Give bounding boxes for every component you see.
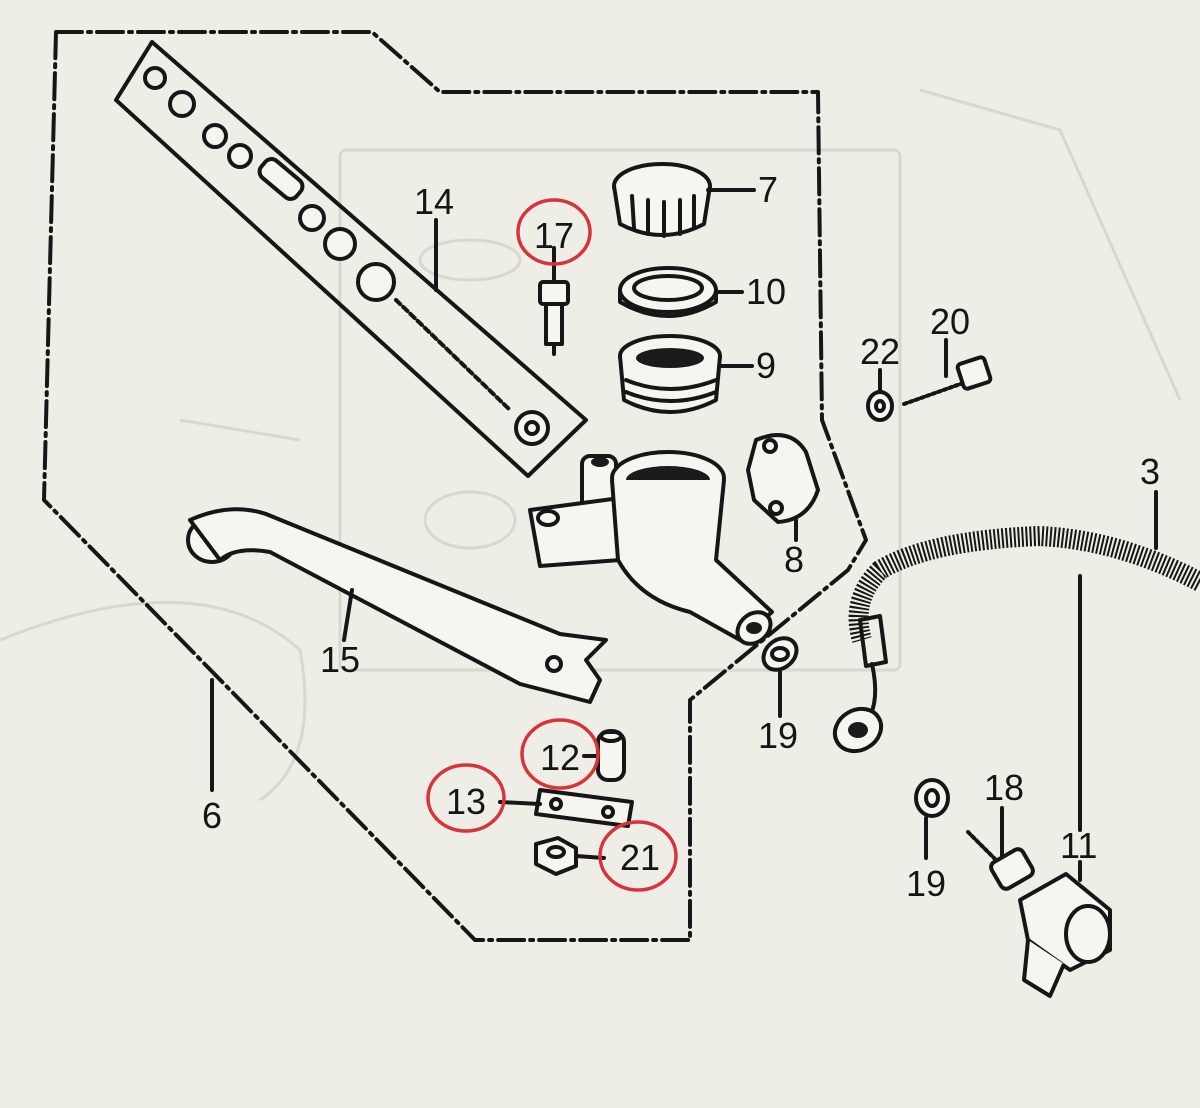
callout-21: 21 <box>620 837 660 878</box>
callout-15: 15 <box>320 639 360 680</box>
callout-8: 8 <box>784 539 804 580</box>
assembly-boundary-outline <box>42 30 868 942</box>
brake-hose-3 <box>832 525 1200 754</box>
callout-9: 9 <box>756 345 776 386</box>
callout-22: 22 <box>860 331 900 372</box>
callout-10: 10 <box>746 271 786 312</box>
callout-7: 7 <box>758 169 778 210</box>
callout-3: 3 <box>1140 451 1160 492</box>
bolt-20-and-washer-22 <box>866 355 993 422</box>
banjo-bolt-18-and-fitting-11 <box>966 830 1112 998</box>
piston-kit-group <box>114 40 588 478</box>
callout-11-lower: 11 <box>1060 825 1097 866</box>
highlight-circle-12 <box>520 718 600 790</box>
callout-12: 12 <box>540 737 580 778</box>
pin-12 <box>596 729 626 782</box>
callout-20: 20 <box>930 301 970 342</box>
callout-18: 18 <box>984 767 1024 808</box>
link-plate-13 <box>534 788 634 828</box>
leader-lines <box>210 188 1158 882</box>
diaphragm-plate-10 <box>618 266 718 318</box>
diaphragm-9 <box>618 334 722 414</box>
callout-14: 14 <box>414 181 454 222</box>
callout-6: 6 <box>202 795 222 836</box>
callout-17: 17 <box>534 215 574 256</box>
callout-19-lower: 19 <box>906 863 946 904</box>
brake-lever-15 <box>186 507 608 704</box>
highlight-circle-17 <box>516 198 592 266</box>
master-cylinder-body <box>528 450 774 646</box>
holder-8 <box>746 433 820 524</box>
callout-labels: 3 6 7 8 9 10 11 12 13 14 15 17 18 19 19 … <box>202 169 1160 904</box>
highlight-circle-13 <box>426 763 506 833</box>
callout-13: 13 <box>446 781 486 822</box>
sealing-washer-19b <box>914 778 950 818</box>
sealing-washer-19a <box>761 636 799 672</box>
highlight-circles <box>426 198 678 892</box>
reservoir-cap-7 <box>612 162 712 238</box>
nut-21 <box>534 836 578 876</box>
pivot-bolt-17 <box>538 280 570 356</box>
callout-19-upper: 19 <box>758 715 798 756</box>
bleed-through-background <box>0 88 1182 802</box>
highlight-circle-21 <box>598 820 678 892</box>
